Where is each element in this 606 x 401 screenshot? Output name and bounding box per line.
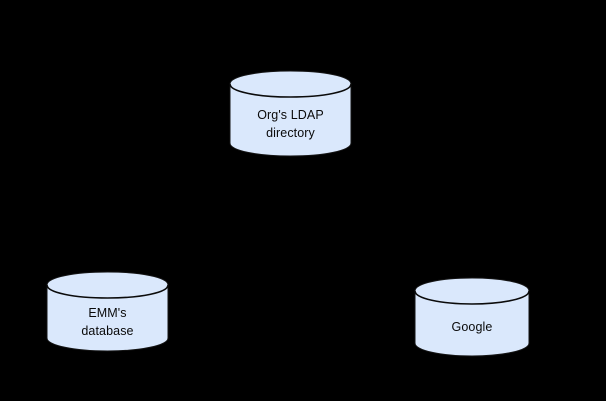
node-org-ldap-directory[interactable]: Org's LDAP directory	[229, 70, 352, 157]
database-cylinder-icon	[46, 271, 169, 352]
database-cylinder-icon	[414, 277, 530, 357]
node-emm-database[interactable]: EMM's database	[46, 271, 169, 352]
node-google[interactable]: Google	[414, 277, 530, 357]
database-cylinder-icon	[229, 70, 352, 157]
